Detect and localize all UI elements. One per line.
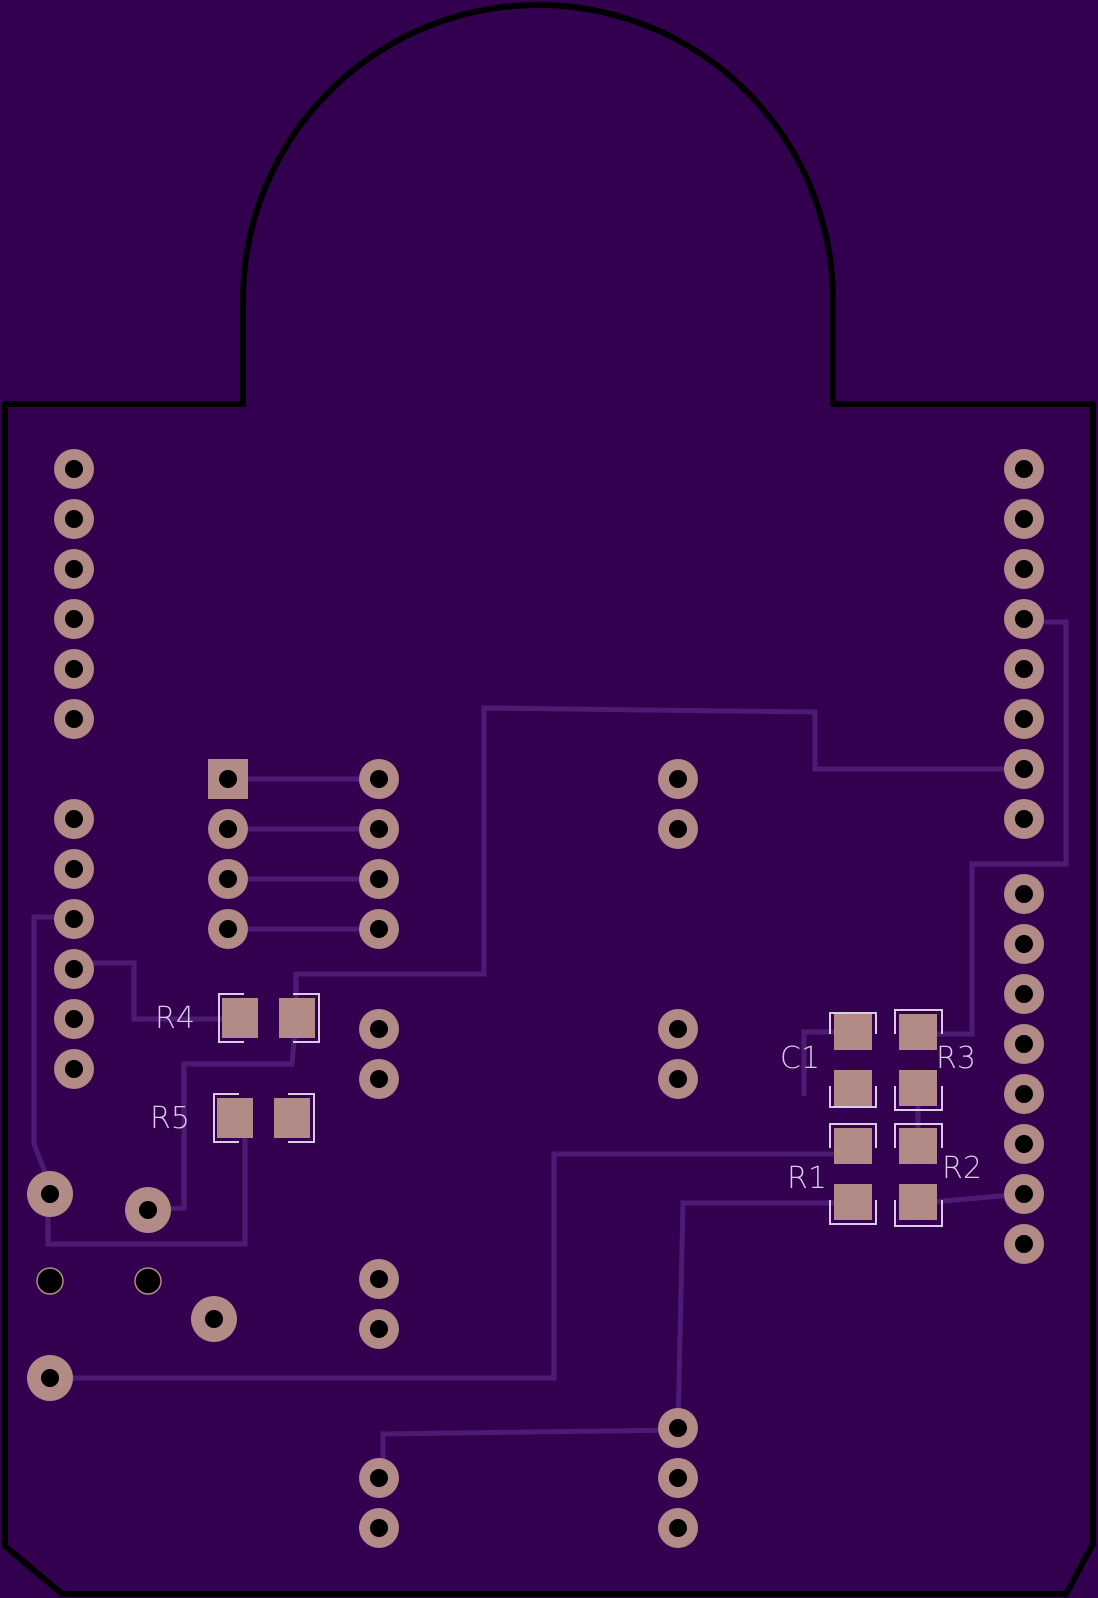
drill-hole xyxy=(205,1310,223,1328)
component-label: R4 xyxy=(155,1001,195,1036)
trace xyxy=(675,1200,850,1429)
drill-hole xyxy=(1015,510,1033,528)
drill-hole xyxy=(65,460,83,478)
silkscreen-outline xyxy=(218,993,320,1043)
component-label: R3 xyxy=(936,1041,976,1076)
silkscreen-outline xyxy=(829,1012,877,1108)
drill-hole xyxy=(65,660,83,678)
drill-hole xyxy=(370,1320,388,1338)
drill-hole xyxy=(1015,885,1033,903)
drill-hole xyxy=(669,770,687,788)
silkscreen-outline xyxy=(894,1009,943,1111)
drill-hole xyxy=(65,510,83,528)
through-hole-pads xyxy=(27,449,1044,1548)
drill-hole xyxy=(669,820,687,838)
drill-hole xyxy=(1015,810,1033,828)
drill-hole xyxy=(370,770,388,788)
drill-hole xyxy=(370,870,388,888)
drill-hole xyxy=(1015,610,1033,628)
drill-hole xyxy=(41,1185,59,1203)
drill-hole xyxy=(65,560,83,578)
drill-hole xyxy=(65,860,83,878)
drill-hole xyxy=(65,1010,83,1028)
drill-hole xyxy=(65,710,83,728)
drill-hole xyxy=(219,770,237,788)
drill-hole xyxy=(1015,1235,1033,1253)
component-c1: C1 xyxy=(780,1012,877,1108)
component-label: C1 xyxy=(780,1041,820,1076)
drill-hole xyxy=(219,870,237,888)
trace xyxy=(293,705,1024,1017)
drill-hole xyxy=(65,610,83,628)
drill-hole xyxy=(65,1060,83,1078)
drill-hole xyxy=(669,1020,687,1038)
component-r1: R1 xyxy=(787,1123,877,1225)
component-r2: R2 xyxy=(894,1123,982,1227)
drill-hole xyxy=(370,1020,388,1038)
mounting-vias xyxy=(36,1267,162,1295)
drill-hole xyxy=(669,1419,687,1437)
smd-pad xyxy=(279,998,315,1038)
smd-pad xyxy=(899,1014,937,1050)
via xyxy=(36,1267,64,1295)
trace xyxy=(74,960,240,1022)
component-r5: R5 xyxy=(150,1093,315,1143)
drill-hole xyxy=(219,920,237,938)
drill-hole xyxy=(1015,1035,1033,1053)
drill-hole xyxy=(219,820,237,838)
drill-hole xyxy=(669,1519,687,1537)
drill-hole xyxy=(370,820,388,838)
traces xyxy=(31,619,1069,1478)
drill-hole xyxy=(1015,710,1033,728)
drill-hole xyxy=(1015,1135,1033,1153)
smd-pad xyxy=(834,1014,872,1050)
trace xyxy=(920,619,1069,1037)
smd-pad xyxy=(834,1070,872,1106)
smd-components: R4 R5 C1 R3 R1 xyxy=(150,993,982,1227)
drill-hole xyxy=(1015,1185,1033,1203)
via xyxy=(134,1267,162,1295)
component-r4: R4 xyxy=(155,993,320,1043)
drill-hole xyxy=(370,1270,388,1288)
drill-hole xyxy=(1015,560,1033,578)
drill-hole xyxy=(1015,660,1033,678)
component-label: R5 xyxy=(150,1101,190,1136)
drill-hole xyxy=(669,1070,687,1088)
component-label: R2 xyxy=(942,1151,982,1186)
smd-pad xyxy=(274,1098,310,1138)
drill-hole xyxy=(1015,1085,1033,1103)
pin1-square-pad xyxy=(208,759,248,799)
drill-hole xyxy=(370,1519,388,1537)
drill-hole xyxy=(1015,460,1033,478)
smd-pad xyxy=(217,1098,253,1138)
drill-hole xyxy=(669,1469,687,1487)
drill-hole xyxy=(65,960,83,978)
silkscreen-outline xyxy=(213,1093,315,1143)
drill-hole xyxy=(139,1201,157,1219)
drill-hole xyxy=(1015,935,1033,953)
drill-hole xyxy=(370,1469,388,1487)
drill-hole xyxy=(65,810,83,828)
smd-pad xyxy=(899,1184,937,1220)
drill-hole xyxy=(1015,985,1033,1003)
drill-hole xyxy=(65,910,83,928)
smd-pad xyxy=(899,1070,937,1106)
smd-pad xyxy=(834,1128,872,1164)
component-r3: R3 xyxy=(894,1009,976,1111)
smd-pad xyxy=(222,998,258,1038)
drill-hole xyxy=(370,920,388,938)
smd-pad xyxy=(834,1184,872,1220)
silkscreen-outline xyxy=(894,1123,943,1227)
silkscreen-outline xyxy=(829,1123,877,1225)
trace xyxy=(50,1151,850,1381)
drill-hole xyxy=(41,1369,59,1387)
smd-pad xyxy=(899,1128,937,1164)
component-label: R1 xyxy=(787,1161,827,1196)
trace xyxy=(147,1016,299,1213)
drill-hole xyxy=(370,1070,388,1088)
drill-hole xyxy=(1015,760,1033,778)
